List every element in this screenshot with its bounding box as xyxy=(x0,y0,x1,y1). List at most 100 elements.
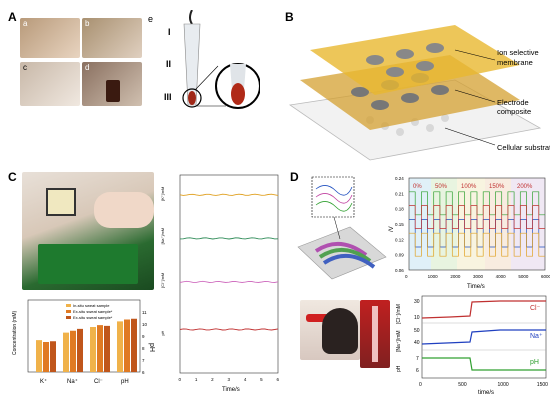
sensor-inset xyxy=(46,188,76,216)
strain-signal-2 xyxy=(409,232,545,257)
sweat-xlabel: time/s xyxy=(478,390,494,396)
sensor-closeup-photo xyxy=(360,300,390,368)
strain-signal-3 xyxy=(409,205,545,229)
inset-wave-3 xyxy=(315,201,353,212)
ytick-bot-1: 7 xyxy=(416,356,419,362)
bar-2-0 xyxy=(90,327,96,372)
zoom-blob xyxy=(231,83,245,105)
stack-xtick-6: 6 xyxy=(277,377,280,382)
pointer-membrane xyxy=(454,49,496,61)
sub-label-a: a xyxy=(23,19,28,28)
electrode-diagram: I II III xyxy=(164,10,260,109)
inset-box xyxy=(311,176,355,218)
head-photo xyxy=(300,300,360,360)
series-ph xyxy=(422,357,546,371)
bar-0-1 xyxy=(43,342,49,372)
stack-xlabel: Time/s xyxy=(222,387,240,393)
inset-connector xyxy=(333,216,341,240)
closeup-strip xyxy=(372,306,378,362)
stack-series-1 xyxy=(179,237,279,240)
sweat-xtick-0: 0 xyxy=(419,382,422,388)
layered-sensor-diagram: Ion selective membrane Electrode composi… xyxy=(288,25,550,161)
membrane-layer xyxy=(310,25,520,95)
bar-plot-frame xyxy=(27,299,141,373)
bar-chart: Concentration (mM) pH K⁺Na⁺Cl⁻pH 6789101… xyxy=(12,299,155,385)
bar-rtick-1: 7 xyxy=(142,358,145,363)
patch-diagram xyxy=(297,176,387,280)
bar-ylabel-left: Concentration (mM) xyxy=(12,310,18,355)
photo-d: d xyxy=(82,62,142,106)
strip-3 xyxy=(322,254,376,269)
bar-2-1 xyxy=(97,325,103,372)
ytick-top-0: 10 xyxy=(414,315,420,321)
legend-entry-3: Ex-situ sweat sample* xyxy=(73,315,113,320)
ytick-mid-0: 40 xyxy=(414,340,420,346)
stack-series-label-2: [Cl⁻]/mM xyxy=(161,273,165,288)
series-na xyxy=(421,329,546,345)
sub-label-e: e xyxy=(148,14,154,24)
label-membrane-1: Ion selective xyxy=(497,48,539,57)
label-substrate: Cellular substrate xyxy=(497,143,550,152)
sweat-xtick-2: 1000 xyxy=(498,382,509,388)
strain-xtick-6: 6000 xyxy=(541,274,550,279)
sweat-xtick-3: 1500 xyxy=(537,382,548,388)
membrane-pads xyxy=(366,43,444,77)
stack-frame xyxy=(179,174,279,374)
stack-xtick-1: 1 xyxy=(195,377,198,382)
zoom-line-1 xyxy=(194,65,219,91)
photo-a: a xyxy=(20,18,80,58)
inset-wave-1 xyxy=(315,185,353,196)
axis-ph: pH xyxy=(396,365,402,372)
pointer-electrode xyxy=(454,89,496,103)
stack-series-label-0: [K⁺]/mM xyxy=(161,187,165,201)
stack-xtick-4: 4 xyxy=(244,377,247,382)
bar-0-2 xyxy=(50,341,56,372)
roman-ii: II xyxy=(166,59,171,69)
strain-xtick-4: 4000 xyxy=(496,274,507,279)
label-cl: Cl⁻ xyxy=(530,305,541,312)
roman-iii: III xyxy=(164,92,172,102)
stack-xtick-3: 3 xyxy=(228,377,231,382)
panel-b-label: B xyxy=(285,10,294,24)
strain-ytick-3: 0.15 xyxy=(395,222,404,227)
series-cl xyxy=(421,300,546,319)
strain-xtick-3: 3000 xyxy=(473,274,484,279)
photo-b: b xyxy=(82,18,142,58)
zoom-tip xyxy=(230,64,246,90)
panel-d-label: D xyxy=(290,170,299,184)
electrode-wire xyxy=(189,10,193,25)
ytick-top-1: 30 xyxy=(414,299,420,305)
pointer-substrate xyxy=(444,127,496,146)
sweat-xtick-1: 500 xyxy=(458,382,467,388)
arm-shape xyxy=(94,192,154,228)
vial-shape xyxy=(106,80,120,102)
label-electrode: Electrode xyxy=(497,98,529,107)
strain-bg-0 xyxy=(409,178,431,270)
strain-label-3: 150% xyxy=(489,184,505,190)
bar-1-0 xyxy=(63,332,69,372)
strip-2 xyxy=(318,248,372,263)
panel-a-label: A xyxy=(8,10,17,24)
stack-series-label-1: [Na⁺]/mM xyxy=(161,228,165,244)
strain-ytick-0: 0.06 xyxy=(395,268,404,273)
stack-series-2 xyxy=(179,280,279,283)
sweat-analysis-chart: Cl⁻ Na⁺ pH [Cl⁻]/mM [Na⁺]/mM pH 10 30 40… xyxy=(396,295,548,396)
stack-xtick-2: 2 xyxy=(211,377,214,382)
strain-xtick-5: 5000 xyxy=(518,274,529,279)
strain-response-chart: 0%50%100%150%200% 0.060.090.120.150.180.… xyxy=(389,176,550,290)
panel-c-label: C xyxy=(8,170,17,184)
label-ph: pH xyxy=(530,359,539,366)
bar-rtick-4: 10 xyxy=(142,322,148,327)
strain-bg-1 xyxy=(431,178,457,270)
bar-1-2 xyxy=(77,328,83,372)
legend-entry-1: In-situ sweat sample xyxy=(73,303,110,308)
bar-rtick-0: 6 xyxy=(142,370,145,375)
bar-2-2 xyxy=(104,325,110,372)
strain-ytick-5: 0.21 xyxy=(395,191,404,196)
strain-label-2: 100% xyxy=(461,184,477,190)
bar-1-1 xyxy=(70,330,76,372)
strain-label-0: 0% xyxy=(413,184,422,190)
sweat-frame xyxy=(421,295,547,379)
circuit-board xyxy=(38,244,138,284)
